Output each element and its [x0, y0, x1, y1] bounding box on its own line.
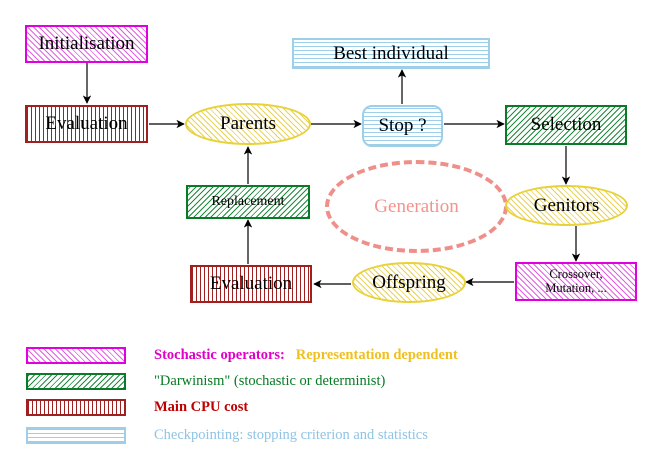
legend-label-stochastic-primary: Stochastic operators: — [154, 346, 285, 363]
node-selection-label: Selection — [530, 114, 602, 136]
legend-row-cpu-cost: Main CPU cost — [26, 396, 248, 418]
node-crossover-mutation[interactable]: Crossover, Mutation, ... — [515, 262, 637, 301]
node-evaluation-bottom-label: Evaluation — [209, 273, 293, 295]
node-generation: Generation — [325, 160, 508, 253]
legend-label-stochastic: Stochastic operators: Representation dep… — [154, 347, 458, 364]
legend-label-darwinism-primary: "Darwinism" (stochastic or determinist) — [154, 372, 386, 389]
node-genitors-label: Genitors — [533, 194, 600, 216]
legend-row-darwinism: "Darwinism" (stochastic or determinist) — [26, 370, 385, 392]
legend-swatch-cpu-cost — [26, 398, 126, 416]
legend-row-checkpointing: Checkpointing: stopping criterion and st… — [26, 424, 428, 446]
legend-label-stochastic-secondary: Representation dependent — [295, 346, 458, 363]
legend-label-checkpointing: Checkpointing: stopping criterion and st… — [154, 427, 428, 444]
node-stop-label: Stop ? — [378, 115, 427, 137]
legend-swatch-stochastic — [26, 346, 126, 364]
node-replacement[interactable]: Replacement — [186, 185, 310, 219]
node-evaluation-bottom[interactable]: Evaluation — [190, 265, 312, 303]
legend-swatch-darwinism — [26, 372, 126, 390]
node-evaluation-top[interactable]: Evaluation — [25, 105, 148, 143]
node-replacement-label: Replacement — [211, 193, 285, 209]
node-generation-label: Generation — [374, 195, 459, 217]
legend-label-checkpointing-primary: Checkpointing: stopping criterion and st… — [154, 426, 428, 443]
node-stop[interactable]: Stop ? — [362, 105, 443, 147]
node-offspring-label: Offspring — [372, 271, 446, 293]
legend-label-darwinism: "Darwinism" (stochastic or determinist) — [154, 373, 385, 390]
node-parents[interactable]: Parents — [185, 103, 311, 145]
legend-label-cpu-cost: Main CPU cost — [154, 399, 248, 416]
node-parents-label: Parents — [220, 113, 276, 135]
legend-row-stochastic: Stochastic operators: Representation dep… — [26, 344, 458, 366]
legend-swatch-checkpointing — [26, 426, 126, 444]
node-selection[interactable]: Selection — [505, 105, 627, 145]
node-best-individual-label: Best individual — [333, 42, 449, 64]
legend-label-cpu-cost-primary: Main CPU cost — [154, 398, 249, 415]
node-offspring[interactable]: Offspring — [352, 262, 466, 303]
node-initialisation[interactable]: Initialisation — [25, 25, 148, 63]
node-initialisation-label: Initialisation — [38, 33, 135, 55]
legend: Stochastic operators: Representation dep… — [0, 336, 662, 471]
node-genitors[interactable]: Genitors — [505, 185, 628, 226]
node-evaluation-top-label: Evaluation — [45, 113, 128, 135]
node-crossover-mutation-label: Crossover, Mutation, ... — [545, 267, 607, 295]
node-best-individual[interactable]: Best individual — [292, 38, 490, 69]
